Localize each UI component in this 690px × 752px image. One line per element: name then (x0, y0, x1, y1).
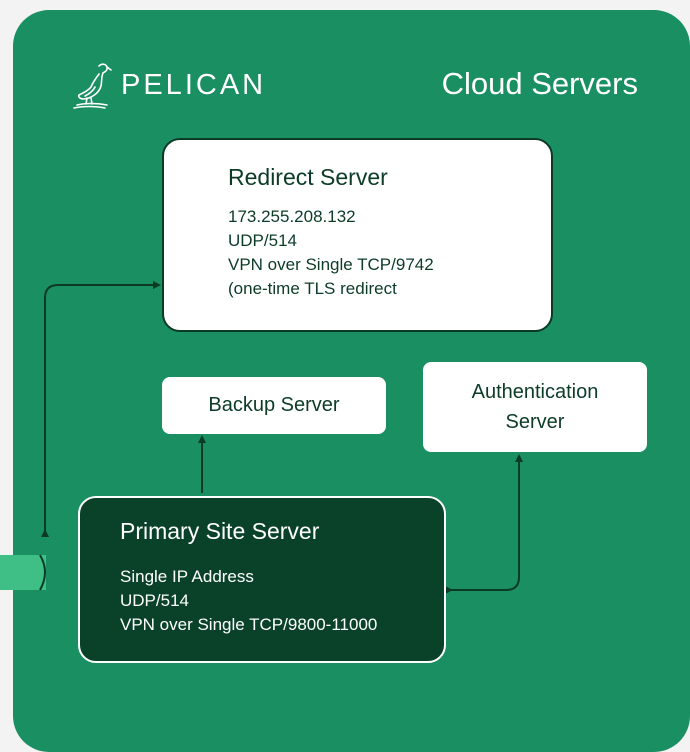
primary-server-ip: Single IP Address (120, 567, 254, 586)
primary-site-server-box: Primary Site Server Single IP Address UD… (78, 496, 446, 663)
redirect-server-ip: 173.255.208.132 (228, 207, 356, 226)
backup-server-title: Backup Server (208, 394, 340, 416)
primary-server-udp: UDP/514 (120, 591, 189, 610)
backup-server-box: Backup Server (162, 377, 386, 434)
redirect-server-vpn: VPN over Single TCP/9742 (228, 255, 434, 274)
auth-server-title-line1: Authentication (471, 381, 599, 403)
auth-server-title-line2: Server (505, 411, 565, 433)
authentication-server-box: Authentication Server (423, 362, 647, 452)
redirect-server-box: Redirect Server 173.255.208.132 UDP/514 … (162, 138, 553, 332)
primary-server-title: Primary Site Server (120, 518, 320, 544)
redirect-connector (41, 281, 161, 537)
pelican-bird-icon (73, 63, 112, 109)
panel-title: Cloud Servers (441, 66, 638, 101)
redirect-server-udp: UDP/514 (228, 231, 297, 250)
auth-connector (445, 454, 523, 594)
network-link-pipe (0, 555, 46, 590)
logo-text: PELICAN (121, 68, 267, 101)
primary-server-vpn: VPN over Single TCP/9800-11000 (120, 615, 378, 634)
redirect-server-title: Redirect Server (228, 164, 388, 190)
pelican-logo: PELICAN (71, 60, 266, 110)
redirect-server-tls: (one-time TLS redirect (228, 279, 397, 298)
